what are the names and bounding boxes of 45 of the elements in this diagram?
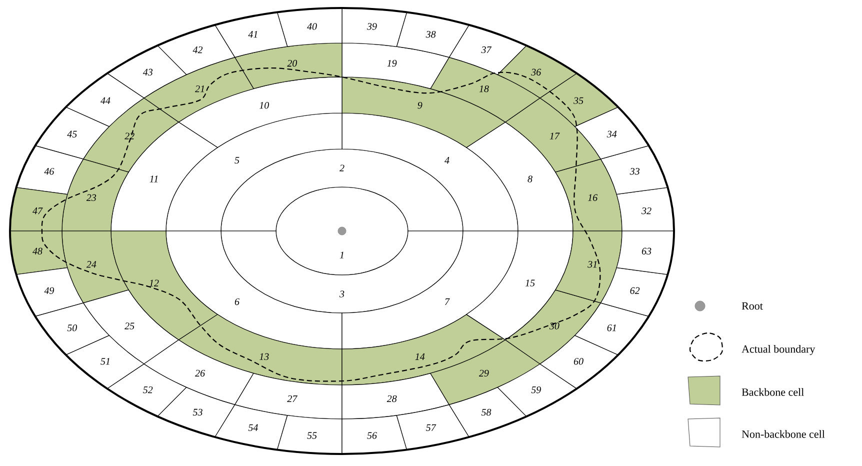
legend-label: Backbone cell (742, 388, 804, 396)
ring-cell: 1 (276, 186, 408, 276)
ring-cell: 34 (574, 106, 650, 160)
ring-cell: 20 (234, 42, 342, 90)
legend-label: Root (742, 302, 763, 310)
ring-cell: 56 (342, 415, 408, 454)
ring-cell: 53 (157, 387, 236, 438)
ring-cell: 60 (540, 335, 618, 389)
ring-cell: 19 (342, 42, 450, 90)
ring-cell: 32 (616, 187, 674, 232)
ring-cell: 44 (66, 73, 144, 127)
ring-cell: 48 (10, 230, 68, 275)
ring-cell: 33 (600, 145, 668, 195)
ring-cell: 45 (34, 106, 110, 160)
ring-cell: 37 (448, 24, 527, 75)
ring-cell: 47 (10, 187, 68, 232)
ring-cell: 59 (497, 364, 578, 417)
ring-cell: 51 (66, 335, 144, 389)
ring-cell: 58 (448, 387, 527, 438)
ring-cell: 50 (34, 302, 110, 356)
ring-cell: 23 (62, 158, 129, 232)
ring-cell: 63 (616, 230, 674, 275)
ring-cell: 35 (540, 73, 618, 127)
ring-cell: 55 (276, 415, 342, 454)
ring-cell: 52 (106, 364, 187, 417)
ring-cell: 28 (342, 372, 450, 420)
ring-cell: 49 (16, 267, 84, 317)
ring-cell: 31 (555, 230, 622, 304)
ring-cell: 57 (396, 404, 470, 450)
ring-cell: 36 (497, 45, 578, 98)
ring-cell: 43 (106, 45, 187, 98)
ring-cell: 62 (600, 267, 668, 317)
ring-cell: 54 (214, 404, 288, 450)
legend-label: Actual boundary (742, 345, 816, 355)
ring-cell: 24 (62, 230, 129, 304)
ring-cell: 41 (214, 12, 288, 58)
ring-cell: 16 (555, 158, 622, 232)
ring-cell: 40 (276, 8, 342, 47)
ring-cell: 46 (16, 145, 84, 195)
ring-cell: 38 (396, 12, 470, 58)
ring-cell: 42 (157, 24, 236, 75)
ring-cell: 39 (342, 8, 408, 47)
ring-cell: 27 (234, 372, 342, 420)
ring-cell: 61 (574, 302, 650, 356)
legend-label: Non-backbone cell (742, 430, 825, 438)
